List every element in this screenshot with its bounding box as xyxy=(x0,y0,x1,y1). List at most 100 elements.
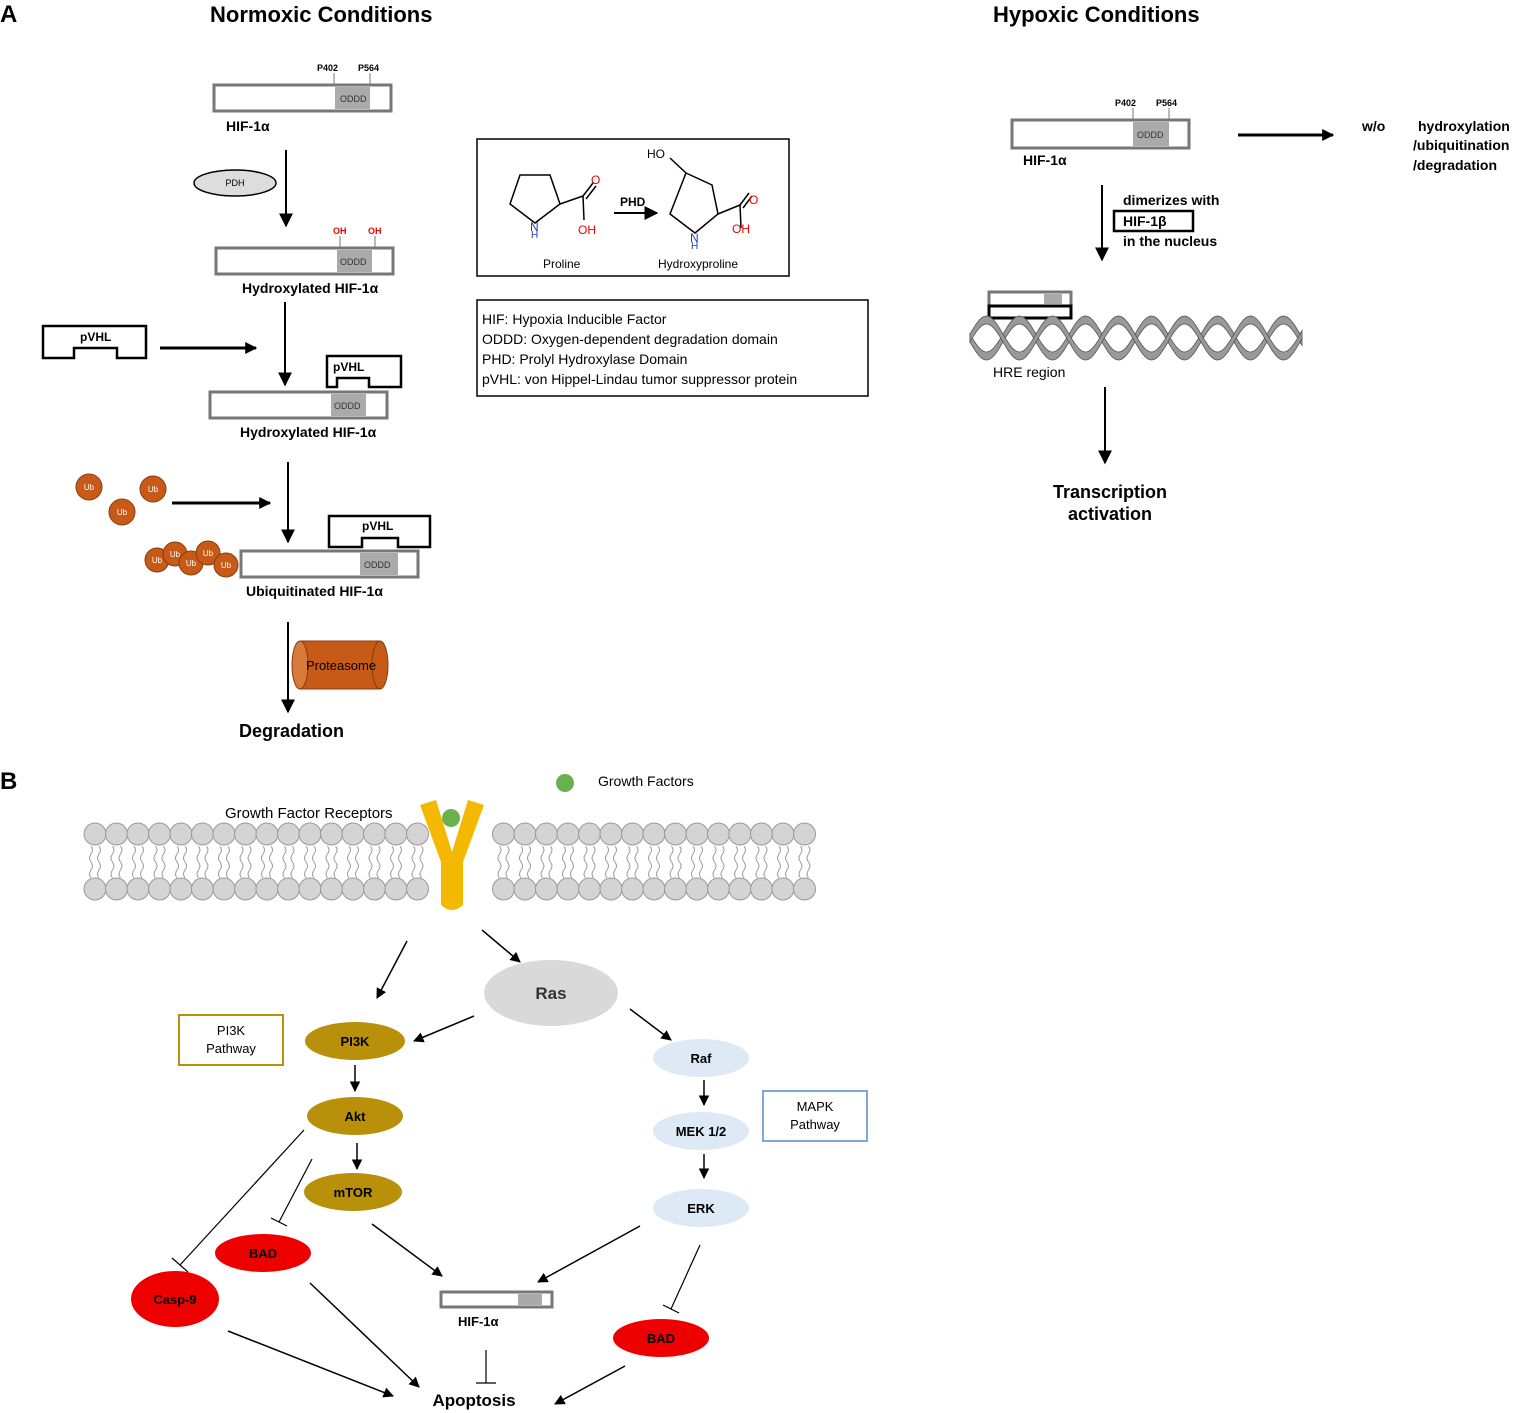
bad-node-right xyxy=(613,1319,709,1357)
raf-label: Raf xyxy=(691,1051,713,1066)
hydroxyproline-n: N xyxy=(690,231,699,245)
mek-node xyxy=(653,1112,749,1150)
hypoxic-title: Hypoxic Conditions xyxy=(993,2,1200,27)
pvhl-bound-shape xyxy=(325,354,403,389)
p564-label: P564 xyxy=(358,63,379,73)
ub-label: Ub xyxy=(84,483,95,492)
degradation-label: Degradation xyxy=(239,721,344,741)
apoptosis-label: Apoptosis xyxy=(432,1391,515,1410)
proteasome: Proteasome xyxy=(291,640,389,690)
ub-label: Ub xyxy=(170,550,181,559)
pi3k-label: PI3K xyxy=(341,1034,371,1049)
normoxic-title: Normoxic Conditions xyxy=(210,2,432,27)
oh-label-2: OH xyxy=(368,226,382,236)
dna-helix xyxy=(969,290,1303,361)
bad-label-left: BAD xyxy=(249,1246,277,1261)
pvhl-label-bound: pVHL xyxy=(333,360,364,374)
pvhl-label-free: pVHL xyxy=(80,330,111,344)
proline-n: N xyxy=(530,220,539,234)
arrow-ras-pi3k xyxy=(413,1015,475,1043)
hydroxylated-hif1a-protein-2: ODDD xyxy=(208,390,389,420)
casp9-label: Casp-9 xyxy=(153,1292,196,1307)
panel-label-b: B xyxy=(0,768,17,795)
growth-factors-label: Growth Factors xyxy=(598,773,694,789)
ub-label: Ub xyxy=(203,549,214,558)
wo-line-1: hydroxylation xyxy=(1418,118,1510,134)
arrow-bad-apoptosis xyxy=(309,1282,420,1388)
receptors-label: Growth Factor Receptors xyxy=(225,805,393,822)
wo-line-2: /ubiquitination xyxy=(1413,137,1509,153)
hypoxic-hif1a-label: HIF-1α xyxy=(1023,152,1067,168)
hif1a-label: HIF-1α xyxy=(226,118,270,134)
mek-label: MEK 1/2 xyxy=(676,1124,727,1139)
legend-line-1: HIF: Hypoxia Inducible Factor xyxy=(482,311,667,327)
activation-label: activation xyxy=(1068,504,1152,524)
bad-label-right: BAD xyxy=(647,1331,675,1346)
transcription-label: Transcription xyxy=(1053,482,1167,502)
pi3k-pathway-box xyxy=(178,1014,284,1066)
ub-label: Ub xyxy=(221,561,232,570)
legend-line-2: ODDD: Oxygen-dependent degradation domai… xyxy=(482,331,778,347)
ubiquitin-chain: Ub Ub Ub Ub Ub xyxy=(144,540,239,578)
hif1b-label: HIF-1β xyxy=(1123,213,1167,229)
hif1a-pathway-protein xyxy=(439,1290,554,1309)
dimerizes-label: dimerizes with xyxy=(1123,192,1219,208)
phd-label: PHD xyxy=(620,195,646,209)
reaction-box xyxy=(476,138,790,277)
hydroxylated-hif1a-protein: OH OH ODDD xyxy=(214,226,395,276)
hydroxyproline-oh: OH xyxy=(732,222,750,236)
pvhl-ubiq-shape xyxy=(327,514,432,549)
growth-factor-receptor xyxy=(420,800,484,910)
ras-node xyxy=(484,960,618,1026)
wo-label: w/o xyxy=(1361,118,1385,134)
proteasome-label: Proteasome xyxy=(306,658,376,673)
pi3k-box-line-2: Pathway xyxy=(206,1041,256,1056)
oddd-label: ODDD xyxy=(340,257,367,267)
hydroxyproline-structure xyxy=(669,157,753,234)
panel-label-a: A xyxy=(0,1,17,28)
arrow-receptor-pi3k xyxy=(376,940,408,999)
hif1a-pathway-label: HIF-1α xyxy=(458,1314,499,1329)
p402-label: P402 xyxy=(1115,98,1136,108)
hydroxylated-label-1: Hydroxylated HIF-1α xyxy=(242,280,379,296)
hydroxyproline-o: O xyxy=(749,193,758,207)
casp9-node xyxy=(131,1271,219,1327)
proline-oh: OH xyxy=(578,223,596,237)
raf-node xyxy=(653,1039,749,1077)
hif1a-protein: P402 P564 ODDD xyxy=(212,63,393,113)
inhibition-akt-casp9 xyxy=(171,1129,305,1273)
ub-label: Ub xyxy=(186,559,197,568)
arrow-receptor-ras xyxy=(481,929,521,963)
ubiquitinated-hif1a-protein: ODDD xyxy=(239,549,420,579)
wo-line-3: /degradation xyxy=(1413,157,1497,173)
proline-structure xyxy=(509,174,597,224)
mtor-label: mTOR xyxy=(334,1185,373,1200)
cell-membrane xyxy=(83,822,816,901)
legend-line-4: pVHL: von Hippel-Lindau tumor suppressor… xyxy=(482,371,797,387)
proline-h: H xyxy=(531,230,538,241)
proline-o: O xyxy=(591,173,600,187)
akt-node xyxy=(307,1097,403,1135)
ubiquitinated-label: Ubiquitinated HIF-1α xyxy=(246,583,383,599)
pvhl-free-shape xyxy=(41,324,148,360)
inhibition-hif-apoptosis xyxy=(476,1350,496,1384)
p402-label: P402 xyxy=(317,63,338,73)
arrow-erk-hif xyxy=(537,1225,641,1283)
hydroxyproline-ho: HO xyxy=(647,147,665,161)
legend-line-3: PHD: Prolyl Hydroxylase Domain xyxy=(482,351,687,367)
arrow-mtor-hif xyxy=(371,1223,443,1277)
ras-label: Ras xyxy=(535,984,566,1003)
arrow-bad2-apoptosis xyxy=(554,1365,626,1405)
mapk-box-line-2: Pathway xyxy=(790,1117,840,1132)
erk-node xyxy=(653,1189,749,1227)
mapk-pathway-box xyxy=(762,1090,868,1142)
hif1b-box xyxy=(1112,209,1195,233)
oddd-label: ODDD xyxy=(334,401,361,411)
pi3k-node xyxy=(305,1022,405,1060)
inhibition-akt-bad xyxy=(270,1158,313,1227)
ub-label: Ub xyxy=(152,556,163,565)
legend-box xyxy=(476,299,869,397)
p564-label: P564 xyxy=(1156,98,1177,108)
hydroxyproline-label: Hydroxyproline xyxy=(658,257,738,271)
